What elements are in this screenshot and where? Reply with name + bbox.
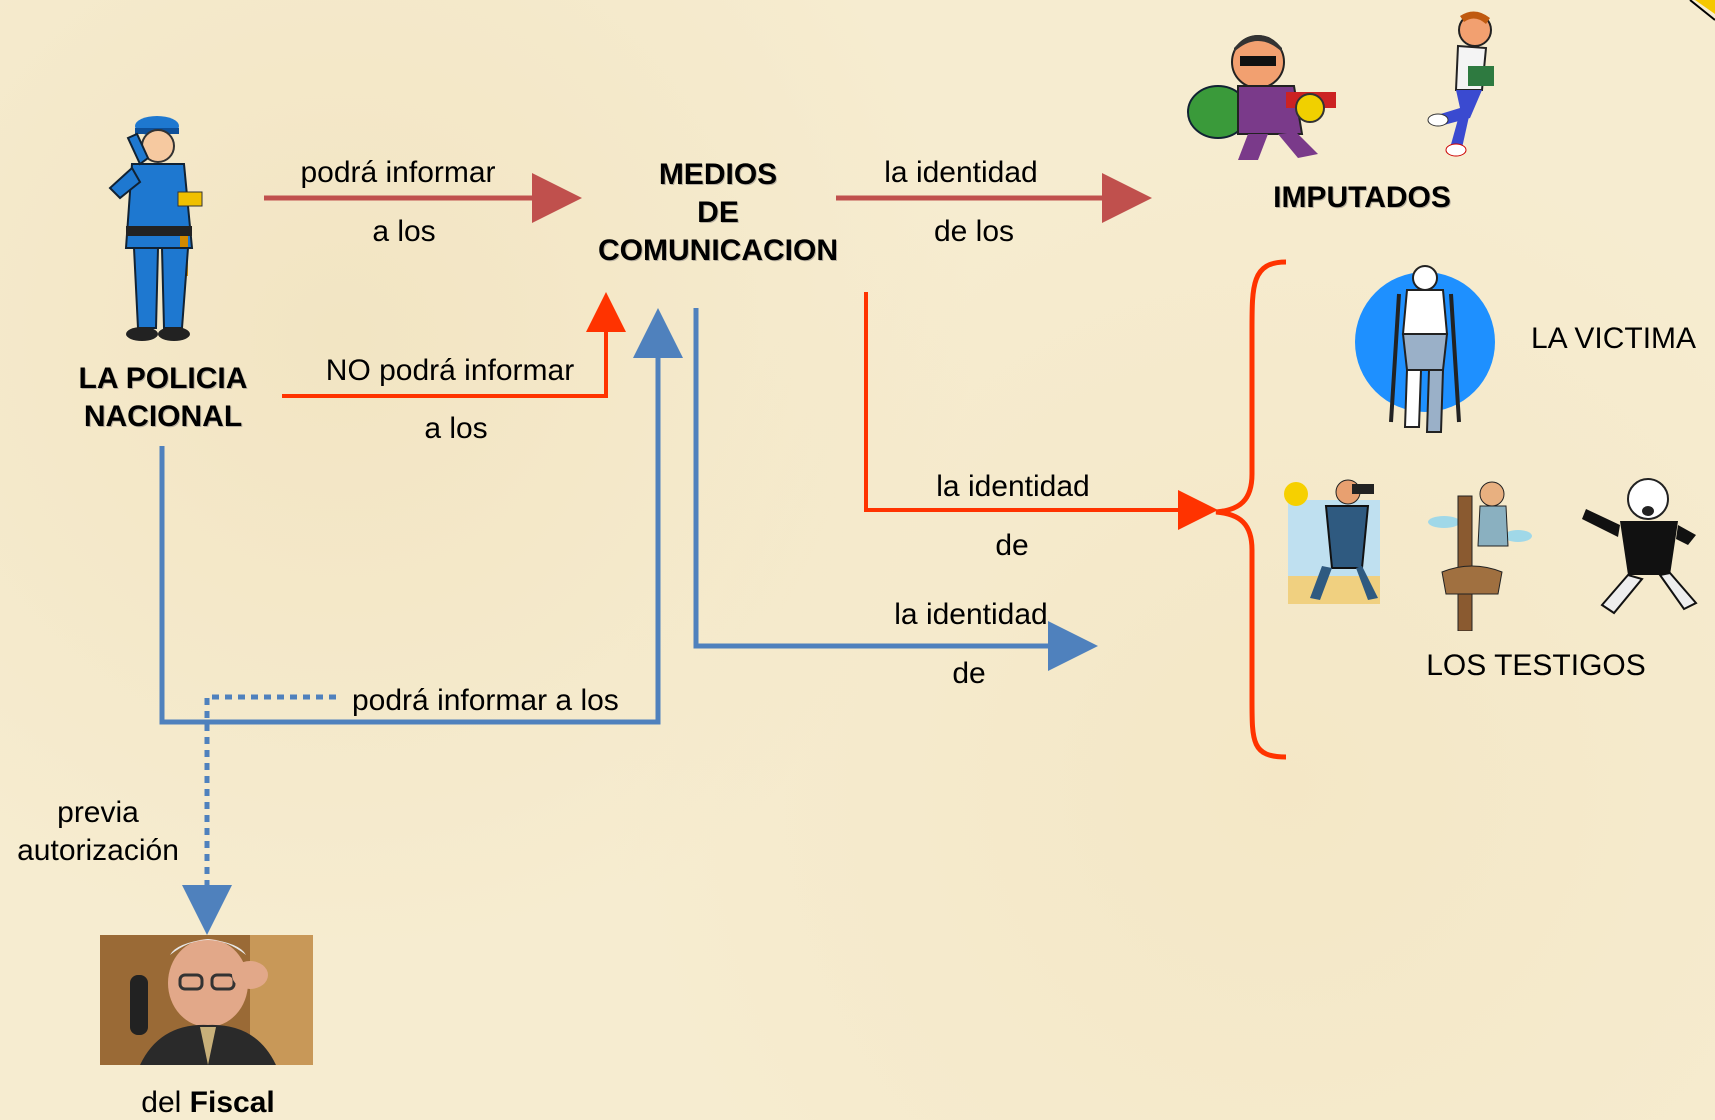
- label-police-inform-with-auth: podrá informar a los: [352, 684, 619, 717]
- media-label: MEDIOS DE COMUNICACION: [598, 156, 838, 270]
- imputados-label: IMPUTADOS: [1273, 181, 1451, 214]
- label-fiscal-bold: Fiscal: [189, 1086, 275, 1119]
- label-media-to-witness-top: la identidad: [894, 598, 1048, 631]
- police-label: LA POLICIA NACIONAL: [79, 360, 248, 436]
- label-prior-line2: autorización: [17, 834, 179, 867]
- label-fiscal: del Fiscal: [141, 1088, 274, 1118]
- running-man-icon: [1420, 8, 1505, 163]
- victim-label: LA VICTIMA: [1531, 322, 1697, 355]
- label-prior-line1: previa: [57, 796, 139, 829]
- dotted-authorization-line: [182, 694, 336, 935]
- police-officer-icon: [82, 108, 214, 353]
- police-label-line1: LA POLICIA: [78, 362, 248, 395]
- media-label-line3: COMUNICACION: [598, 234, 838, 267]
- prosecutor-photo: [100, 935, 313, 1065]
- label-police-to-media-bottom: a los: [372, 215, 436, 248]
- corner-arrow: [1689, 0, 1715, 21]
- label-media-to-witness-bottom: de: [952, 657, 986, 690]
- arrow-police-inform-with-auth: [159, 308, 683, 725]
- injured-victim-icon: [1355, 262, 1495, 445]
- witnesses-label: LOS TESTIGOS: [1426, 649, 1646, 682]
- label-media-to-imputados-top: la identidad: [884, 156, 1038, 189]
- arrow-not-inform: [282, 292, 626, 398]
- media-label-line2: DE: [697, 196, 739, 229]
- label-prior-authorization: previa autorización: [17, 794, 179, 870]
- label-not-inform-bottom: a los: [424, 412, 488, 445]
- lookout-witness-icon: [1422, 476, 1532, 636]
- police-label-line2: NACIONAL: [83, 400, 243, 433]
- label-media-to-imputados-bottom: de los: [933, 215, 1015, 248]
- binoculars-witness-icon: [1282, 472, 1384, 612]
- label-media-to-victim-bottom: de: [995, 529, 1029, 562]
- label-media-to-victim-top: la identidad: [936, 470, 1090, 503]
- arrow-media-to-victim: [864, 292, 1218, 530]
- label-police-to-media-top: podrá informar: [300, 156, 496, 189]
- shouting-witness-icon: [1580, 475, 1700, 620]
- thief-icon: [1178, 22, 1353, 167]
- brace: [1215, 259, 1287, 760]
- label-not-inform-top: NO podrá informar: [325, 354, 575, 387]
- media-label-line1: MEDIOS: [658, 158, 778, 191]
- arrow-media-to-witness-blue: [693, 308, 1098, 671]
- label-fiscal-prefix: del: [141, 1086, 182, 1119]
